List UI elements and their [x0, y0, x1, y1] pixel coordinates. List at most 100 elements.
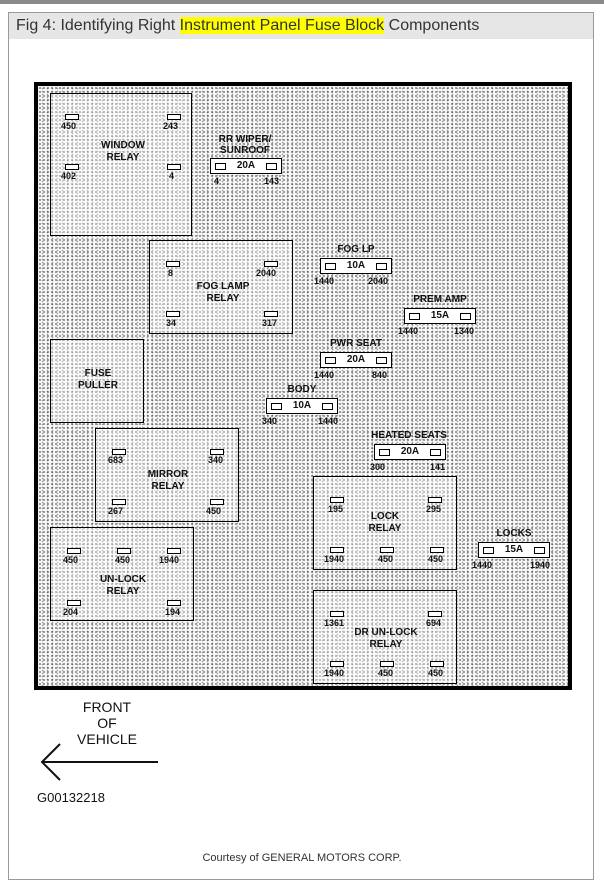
- fuse-pin: 300: [370, 462, 386, 472]
- pin-tab: [117, 548, 131, 554]
- fuse-terminal: [376, 263, 387, 270]
- fuse-label: FOG LP: [337, 244, 375, 255]
- fuse-puller: FUSE PULLER: [50, 339, 144, 423]
- pin-tab: [380, 661, 394, 667]
- relay-pin: 2040: [256, 268, 277, 278]
- fuse-block-board: 450 243 402 4 WINDOW RELAY 8 2040 34 317…: [34, 82, 572, 690]
- pin-tab: [430, 661, 444, 667]
- front-of-vehicle-label: FRONT OF VEHICLE: [77, 699, 137, 747]
- pin-tab: [112, 449, 126, 455]
- fuse-terminal: [534, 547, 545, 554]
- relay-pin: 34: [166, 318, 177, 328]
- relay-pin: 683: [108, 455, 124, 465]
- pin-tab: [67, 600, 81, 606]
- relay-pin: 402: [61, 171, 77, 181]
- relay-pin: 340: [208, 455, 224, 465]
- window-relay: 450 243 402 4 WINDOW RELAY: [50, 93, 192, 236]
- relay-pin: 4: [169, 171, 175, 181]
- unlock-relay: 450 450 1940 204 194 UN-LOCK RELAY: [50, 527, 194, 621]
- fuse-label: RR WIPER/ SUNROOF: [218, 134, 272, 156]
- relay-pin: 450: [63, 555, 79, 565]
- relay-pin: 317: [262, 318, 278, 328]
- locks-fuse: 15A: [478, 542, 550, 558]
- pin-tab: [67, 548, 81, 554]
- relay-label: WINDOW RELAY: [101, 140, 145, 163]
- fuse-pin: 1440: [314, 276, 335, 286]
- fuse-terminal: [379, 449, 390, 456]
- fuse-terminal: [215, 163, 226, 170]
- relay-pin: 450: [428, 554, 444, 564]
- pin-tab: [167, 600, 181, 606]
- relay-pin: 450: [378, 554, 394, 564]
- title-prefix: Fig 4: Identifying Right: [16, 17, 180, 34]
- relay-pin: 1940: [159, 555, 180, 565]
- body-fuse: 10A: [266, 398, 338, 414]
- fuse-amps: 20A: [346, 354, 366, 365]
- courtesy-credit: Courtesy of GENERAL MOTORS CORP.: [202, 852, 402, 864]
- figure-code: G00132218: [37, 790, 105, 805]
- relay-pin: 450: [378, 668, 394, 678]
- fuse-pin: 1440: [472, 560, 493, 570]
- pin-tab: [330, 497, 344, 503]
- relay-pin: 1361: [324, 618, 345, 628]
- fuse-amps: 15A: [504, 544, 524, 555]
- fuse-terminal: [266, 163, 277, 170]
- fuse-terminal: [322, 403, 333, 410]
- left-arrow-icon: [40, 743, 158, 781]
- fuse-label: PWR SEAT: [329, 338, 383, 349]
- title-highlight: Instrument Panel Fuse Block: [179, 17, 385, 34]
- pin-tab: [330, 547, 344, 553]
- prem-amp-fuse: 15A: [404, 308, 476, 324]
- relay-label: LOCK RELAY: [368, 511, 402, 534]
- fuse-label: PREM AMP: [413, 294, 467, 305]
- fuse-puller-label: FUSE PULLER: [78, 368, 118, 391]
- fuse-pin: 1440: [318, 416, 339, 426]
- relay-pin: 450: [115, 555, 131, 565]
- relay-pin: 1940: [324, 668, 345, 678]
- fuse-terminal: [409, 313, 420, 320]
- rr-wiper-fuse: 20A: [210, 158, 282, 174]
- top-border: [0, 0, 604, 4]
- fuse-pin: 2040: [368, 276, 389, 286]
- pin-tab: [65, 114, 79, 120]
- fuse-amps: 10A: [292, 400, 312, 411]
- fuse-terminal: [430, 449, 441, 456]
- pin-tab: [330, 661, 344, 667]
- pin-tab: [167, 114, 181, 120]
- fuse-label: HEATED SEATS: [371, 430, 447, 441]
- relay-pin: 194: [165, 607, 181, 617]
- relay-pin: 295: [426, 504, 442, 514]
- dr-unlock-relay: 1361 694 1940 450 450 DR UN-LOCK RELAY: [313, 590, 457, 684]
- fuse-label: LOCKS: [496, 528, 532, 539]
- fuse-amps: 20A: [400, 446, 420, 457]
- pin-tab: [65, 164, 79, 170]
- pin-tab: [380, 547, 394, 553]
- pin-tab: [264, 261, 278, 267]
- fuse-pin: 143: [264, 176, 280, 186]
- relay-label: DR UN-LOCK RELAY: [354, 627, 418, 650]
- fuse-pin: 1440: [314, 370, 335, 380]
- pin-tab: [166, 311, 180, 317]
- relay-pin: 8: [168, 268, 174, 278]
- fuse-pin: 340: [262, 416, 278, 426]
- pin-tab: [264, 311, 278, 317]
- fuse-pin: 4: [214, 176, 220, 186]
- fuse-pin: 1440: [398, 326, 419, 336]
- fuse-pin: 840: [372, 370, 388, 380]
- fuse-terminal: [483, 547, 494, 554]
- pwr-seat-fuse: 20A: [320, 352, 392, 368]
- fuse-amps: 20A: [236, 160, 256, 171]
- fuse-pin: 1940: [530, 560, 551, 570]
- relay-pin: 1940: [324, 554, 345, 564]
- relay-label: UN-LOCK RELAY: [99, 574, 147, 597]
- mirror-relay: 683 340 267 450 MIRROR RELAY: [95, 428, 239, 522]
- heated-seats-fuse: 20A: [374, 444, 446, 460]
- fuse-amps: 10A: [346, 260, 366, 271]
- fuse-pin: 141: [430, 462, 446, 472]
- fog-lamp-relay: 8 2040 34 317 FOG LAMP RELAY: [149, 240, 293, 334]
- fuse-terminal: [376, 357, 387, 364]
- relay-pin: 243: [163, 121, 179, 131]
- pin-tab: [210, 499, 224, 505]
- figure-frame: [8, 12, 594, 880]
- pin-tab: [428, 497, 442, 503]
